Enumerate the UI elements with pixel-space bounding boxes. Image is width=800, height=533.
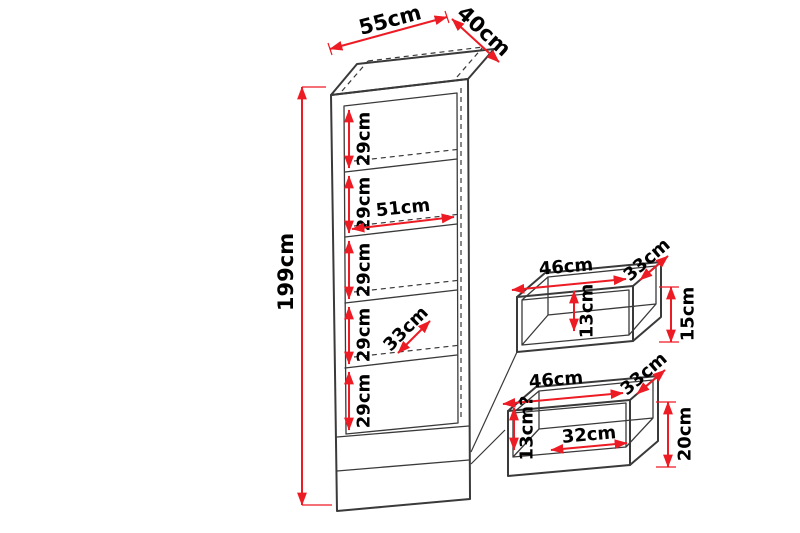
drawer-bottom-width-label: 46cm (528, 367, 584, 393)
dim-line-depth-40 (451, 18, 500, 63)
drawer-top-inner-height-label: 13cm (577, 284, 598, 338)
cabinet-height-label: 199cm (274, 233, 298, 311)
leader-line-top-drawer (470, 351, 518, 453)
drawer-bottom-front-height-label: 20cm (675, 407, 696, 461)
drawer-top-depth-label: 33cm (620, 234, 675, 286)
shelf-depth-label: 33cm (379, 302, 432, 355)
dim-end-tick (327, 42, 333, 56)
shelf-height-label-4: 29cm (354, 308, 375, 362)
top-face-hidden-edge-dashed (367, 46, 484, 62)
drawer-top: 46cm 33cm 13cm 15cm (511, 234, 699, 353)
shelf-dimensions: 29cm 29cm 29cm 29cm 29cm 51cm 33cm (344, 109, 455, 431)
drawer-top-front-height-label: 15cm (678, 287, 699, 341)
top-face-hidden-edge-dashed (341, 60, 369, 92)
shelf-height-label-3: 29cm (354, 243, 375, 297)
cabinet-front-face (330, 78, 471, 512)
dim-line-inner-width-51 (351, 213, 455, 233)
dim-line-shelf-depth-33 (397, 320, 431, 354)
dim-line-drawer-bottom-width-46 (502, 389, 624, 408)
dim-line-drawer-bottom-depth-33 (636, 369, 666, 395)
shelf-height-label-2: 29cm (354, 177, 375, 231)
cabinet-top-face (330, 48, 495, 96)
dim-line-drawer-top-width-46 (511, 275, 627, 294)
inner-width-label: 51cm (375, 195, 431, 222)
drawer-bottom-inner-height-label: 13cm? (517, 396, 538, 461)
drawer-bottom: 46cm 33cm 13cm? 32cm 20cm (502, 348, 696, 477)
dim-line-drawer-bottom-inner-width-32 (550, 439, 628, 454)
drawer-top-width-label: 46cm (538, 254, 594, 280)
shelf-line (344, 354, 458, 369)
shelf-height-label-1: 29cm (354, 112, 375, 166)
leader-line-bottom-drawer (470, 429, 506, 465)
dim-end-tick (444, 10, 450, 24)
cabinet-width-label: 55cm (356, 0, 424, 40)
drawer-leader-lines (470, 351, 518, 465)
shelf-line (344, 158, 458, 173)
cabinet-drawer-divider (336, 459, 470, 472)
drawer-bottom-inner-width-label: 32cm (561, 422, 617, 448)
dim-line-drawer-top-depth-33 (639, 255, 669, 281)
shelf-line (344, 289, 458, 304)
shelf-height-label-5: 29cm (354, 374, 375, 428)
dim-line-width-55 (329, 15, 448, 51)
cabinet-drawer-divider (336, 425, 470, 438)
drawer-bottom-depth-label: 33cm (617, 348, 672, 400)
